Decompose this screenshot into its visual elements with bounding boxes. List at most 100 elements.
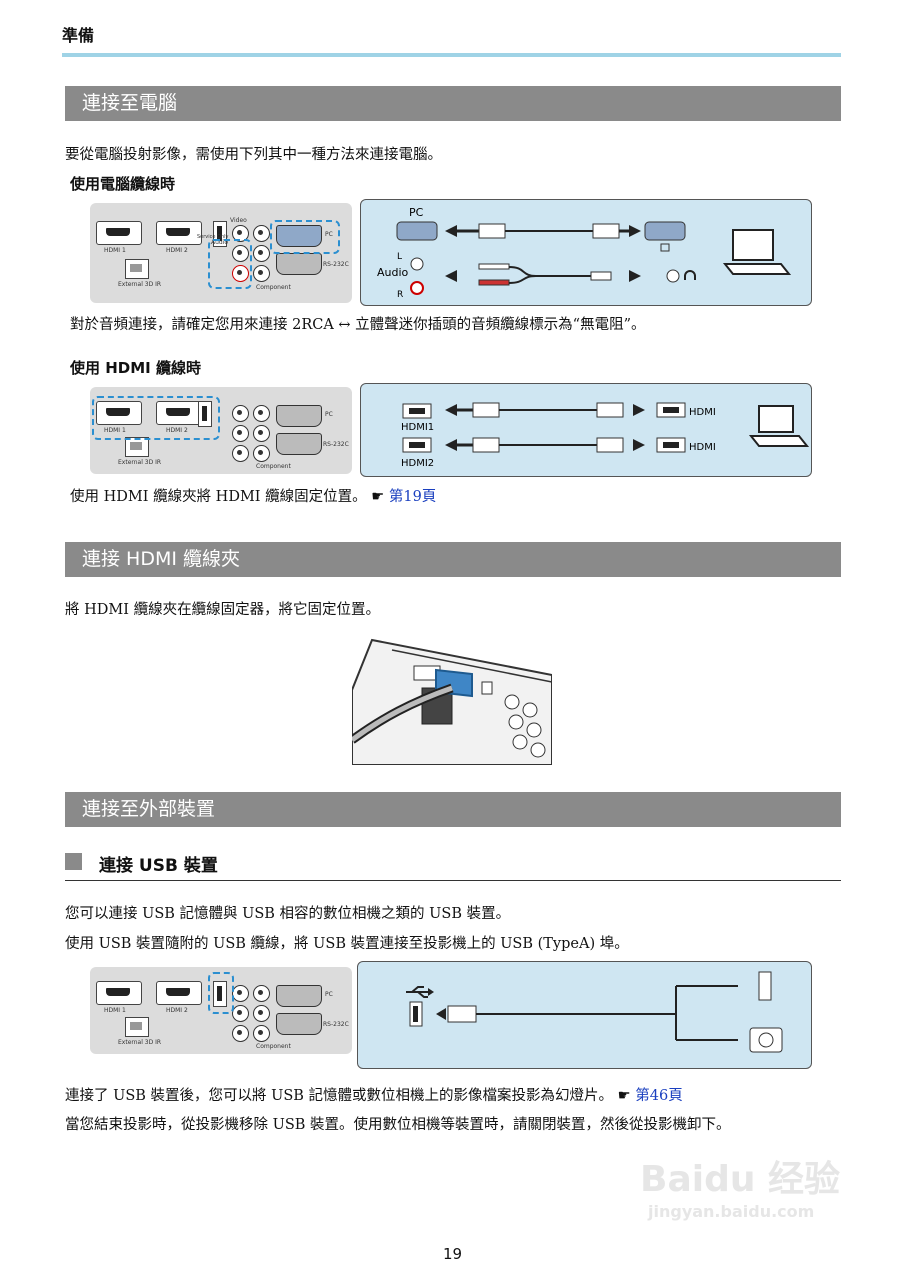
pc-dsub-icon (396, 221, 438, 241)
pc-highlight (270, 220, 340, 254)
hdmi-connection-diagram: HDMI1 HDMI HDMI2 HDMI (360, 383, 812, 477)
component-jack-3 (253, 265, 270, 282)
pc-text: PC (409, 206, 424, 219)
arrow-left-icon (445, 270, 457, 282)
headphone-icon (684, 270, 696, 280)
arrow-left-icon (445, 439, 457, 451)
cable-clip-illustration (349, 630, 553, 766)
vga-plug-icon (592, 223, 620, 239)
watermark: Baidu 经验 jingyan.baidu.com (640, 1150, 840, 1221)
component-jack-3 (253, 445, 270, 462)
hdmi2-port (156, 981, 202, 1005)
component-jack-1 (253, 225, 270, 242)
hdmi1-port (96, 981, 142, 1005)
r-text: R (397, 290, 403, 300)
component-jack-2 (253, 245, 270, 262)
usb-connection-diagram (357, 961, 812, 1069)
hdmi1-port (96, 401, 142, 425)
component-jack-1 (253, 405, 270, 422)
audio-l-icon (410, 257, 424, 271)
ext3d-label: External 3D IR (118, 281, 162, 288)
hdmi-plug-icon (596, 437, 624, 453)
audio-label: Audio (211, 239, 229, 246)
usb-text-2: 使用 USB 裝置隨附的 USB 纜線，將 USB 裝置連接至投影機上的 USB… (65, 936, 629, 952)
usb-heading: 連接 USB 裝置 (99, 856, 218, 876)
pc-port (276, 405, 322, 427)
vga-plug-icon (478, 223, 506, 239)
pointer-icon: ☛ (617, 1088, 631, 1104)
rs232-port (276, 253, 322, 275)
section-title-pc: 連接至電腦 (65, 86, 841, 121)
service-label: Service Only (197, 234, 229, 240)
audio-l-jack (232, 1005, 249, 1022)
hdmi2-label: HDMI 2 (166, 1007, 188, 1014)
rs232-label: RS-232C (323, 1021, 349, 1028)
hdmi-plug-icon (472, 402, 500, 418)
ext3d-label: External 3D IR (118, 459, 162, 466)
laptop-icon (758, 405, 794, 433)
pc-port-label: PC (325, 231, 333, 238)
audio-highlight (208, 239, 252, 289)
hdmi-note-text: 使用 HDMI 纜線夾將 HDMI 纜線固定位置。 (70, 489, 367, 505)
hdmi-heading: 使用 HDMI 纜線時 (70, 359, 201, 377)
component-label: Component (256, 1043, 291, 1050)
page-number: 19 (442, 1245, 463, 1263)
usb-text-3: 連接了 USB 裝置後，您可以將 USB 記憶體或數位相機上的影像檔案投影為幻燈… (65, 1084, 683, 1105)
audio-in-jack-icon (666, 269, 680, 283)
subsection-marker (65, 853, 82, 870)
component-jack-2 (253, 425, 270, 442)
section-title-clip: 連接 HDMI 纜線夾 (65, 542, 841, 577)
arrow-right-icon (633, 439, 645, 451)
arrow-right-icon (629, 225, 641, 237)
video-jack (232, 405, 249, 422)
page-link-46[interactable]: 第46頁 (635, 1088, 683, 1104)
hdmi1-label: HDMI 1 (104, 1007, 126, 1014)
component-label: Component (256, 463, 291, 470)
video-label: Video (230, 217, 247, 224)
laptop-icon (732, 229, 774, 261)
pc-port (276, 225, 322, 247)
audio-r-icon (410, 281, 424, 295)
projector-panel-2: HDMI 1 HDMI 2 External 3D IR Component P… (90, 387, 352, 474)
usb-highlight (208, 972, 234, 1014)
computer-dsub-icon (644, 221, 686, 241)
rs232-port (276, 1013, 322, 1035)
ethernet-port (125, 1017, 149, 1037)
projector-panel-1: HDMI 1 HDMI 2 Service Only External 3D I… (90, 203, 352, 303)
pc-connection-diagram: PC L Audio R (360, 199, 812, 306)
hdmi2-text: HDMI2 (401, 458, 434, 469)
arrow-left-icon (436, 1008, 446, 1020)
usb-text-4: 當您結束投影時，從投影機移除 USB 裝置。使用數位相機等裝置時，請關閉裝置，然… (65, 1117, 731, 1133)
mini-plug-icon (590, 271, 612, 281)
audio-r-jack (232, 1025, 249, 1042)
hdmi1-text: HDMI1 (401, 422, 434, 433)
cable-heading: 使用電腦纜線時 (70, 175, 176, 193)
usb-text-1: 您可以連接 USB 記憶體與 USB 相容的數位相機之類的 USB 裝置。 (65, 906, 511, 922)
pc-cable-drawing: PC L Audio R (377, 206, 792, 300)
component-label: Component (256, 284, 291, 291)
page-link-19[interactable]: 第19頁 (388, 489, 437, 505)
usb-memory-icon (758, 971, 772, 1001)
hdmi2-port (156, 221, 202, 245)
hdmi-text-2: HDMI (689, 442, 716, 453)
hdmi-note: 使用 HDMI 纜線夾將 HDMI 纜線固定位置。 ☛ 第19頁 (70, 485, 436, 506)
pc-port-label: PC (325, 411, 333, 418)
watermark-url: jingyan.baidu.com (648, 1202, 815, 1221)
l-text: L (397, 252, 402, 262)
usb-text-3-content: 連接了 USB 裝置後，您可以將 USB 記憶體或數位相機上的影像檔案投影為幻燈… (65, 1088, 614, 1104)
component-jack-3 (253, 1025, 270, 1042)
audio-l-jack (232, 425, 249, 442)
audio-l-jack (232, 245, 249, 262)
audio-r-jack (232, 265, 249, 282)
pc-port (276, 985, 322, 1007)
arrow-right-icon (633, 404, 645, 416)
audio-r-jack (232, 445, 249, 462)
arrow-right-icon (629, 270, 641, 282)
audio-note: 對於音頻連接，請確定您用來連接 2RCA ↔ 立體聲迷你插頭的音頻纜線標示為“無… (70, 317, 646, 333)
usb-port (213, 981, 227, 1007)
usb-cable-drawing (406, 971, 783, 1053)
hdmi2-port (156, 401, 202, 425)
hdmi-plug-icon (472, 437, 500, 453)
rs232-label: RS-232C (323, 441, 349, 448)
hdmi1-label: HDMI 1 (104, 247, 126, 254)
